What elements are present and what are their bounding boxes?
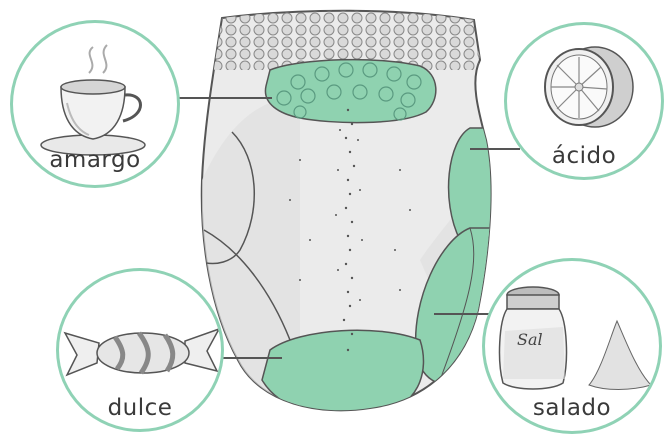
sour-label: ácido: [507, 143, 661, 169]
bitter-label: amargo: [13, 147, 177, 173]
leader-line-salty: [434, 313, 490, 315]
salt-shaker-text: Sal: [517, 330, 543, 349]
leader-line-bitter: [178, 97, 272, 99]
sour-zone: [449, 128, 496, 243]
salty-label: salado: [485, 395, 659, 421]
bitter-zone: [265, 60, 435, 123]
sour-circle: ácido: [504, 22, 664, 180]
bitter-circle: amargo: [10, 20, 180, 188]
leader-line-sweet: [220, 357, 282, 359]
sweet-zone: [262, 330, 423, 417]
salty-circle: Sal salado: [482, 258, 662, 434]
sweet-label: dulce: [59, 395, 221, 421]
sweet-circle: dulce: [56, 268, 224, 432]
